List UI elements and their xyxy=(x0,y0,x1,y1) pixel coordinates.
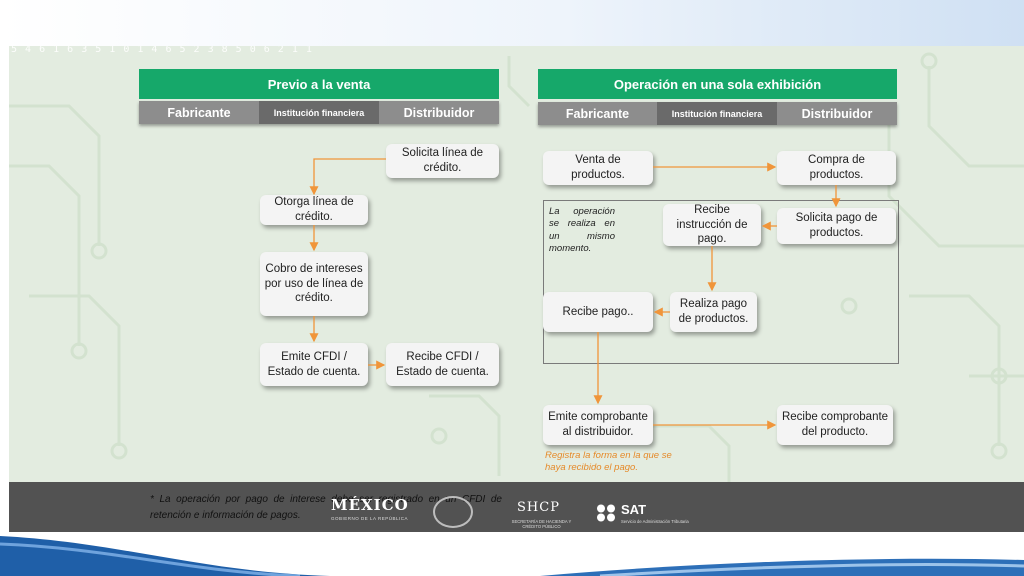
national-seal-icon xyxy=(433,496,473,528)
step-recibe-instruccion: Recibe instrucción de pago. xyxy=(663,204,761,246)
step-otorga-linea: Otorga línea de crédito. xyxy=(260,195,368,225)
same-moment-frame xyxy=(543,200,899,364)
step-recibe-cfdi: Recibe CFDI / Estado de cuenta. xyxy=(386,343,499,386)
step-cobro-intereses: Cobro de intereses por uso de línea de c… xyxy=(260,252,368,316)
step-recibe-pago: Recibe pago.. xyxy=(543,292,653,332)
role-fabricante: Fabricante xyxy=(167,105,231,120)
header-operacion-exhibicion: Operación en una sola exhibición xyxy=(538,69,897,99)
step-solicita-linea: Solicita línea de crédito. xyxy=(386,144,499,178)
logo-sat-sub: Servicio de Administración Tributaria xyxy=(621,519,689,524)
step-venta-productos: Venta de productos. xyxy=(543,151,653,185)
footer-note: * La operación por pago de interese debe… xyxy=(150,494,502,521)
role-bar-right: Fabricante Institución financiera Distri… xyxy=(538,102,897,125)
decorative-swoosh xyxy=(0,536,1024,576)
logo-mexico: MÉXICO xyxy=(331,496,409,514)
step-emite-cfdi: Emite CFDI / Estado de cuenta. xyxy=(260,343,368,386)
role-fabricante: Fabricante xyxy=(565,106,630,121)
circuit-background xyxy=(9,52,1024,482)
footer-bar: * La operación por pago de interese debe… xyxy=(9,482,1024,532)
logo-shcp-sub: SECRETARÍA DE HACIENDA Y CRÉDITO PÚBLICO xyxy=(511,519,572,530)
sat-logo-icon xyxy=(597,504,615,522)
role-bar-left: Fabricante Institución financiera Distri… xyxy=(139,101,499,124)
payment-note: Registra la forma en la que se haya reci… xyxy=(545,450,672,474)
step-recibe-comprobante: Recibe comprobante del producto. xyxy=(777,405,893,445)
frame-note: La operación se realiza en un mismo mome… xyxy=(549,206,615,255)
header-previo-venta: Previo a la venta xyxy=(139,69,499,99)
logo-shcp: SHCP xyxy=(517,500,560,515)
role-distribuidor: Distribuidor xyxy=(801,106,873,121)
step-solicita-pago: Solicita pago de productos. xyxy=(777,208,896,244)
role-institucion-financiera: Institución financiera xyxy=(657,102,777,125)
logo-sat: SAT xyxy=(621,502,647,517)
decorative-digits: 5 4 6 1 6 3 5 1 0 1 4 6 5 2 3 8 5 0 6 2 … xyxy=(11,46,313,55)
step-compra-productos: Compra de productos. xyxy=(777,151,896,185)
step-realiza-pago: Realiza pago de productos. xyxy=(670,292,757,332)
step-emite-comprobante: Emite comprobante al distribuidor. xyxy=(543,405,653,445)
role-institucion-financiera: Institución financiera xyxy=(259,101,379,124)
role-distribuidor: Distribuidor xyxy=(403,105,475,120)
top-band xyxy=(0,0,1024,46)
logo-mexico-sub: GOBIERNO DE LA REPÚBLICA xyxy=(331,516,409,521)
